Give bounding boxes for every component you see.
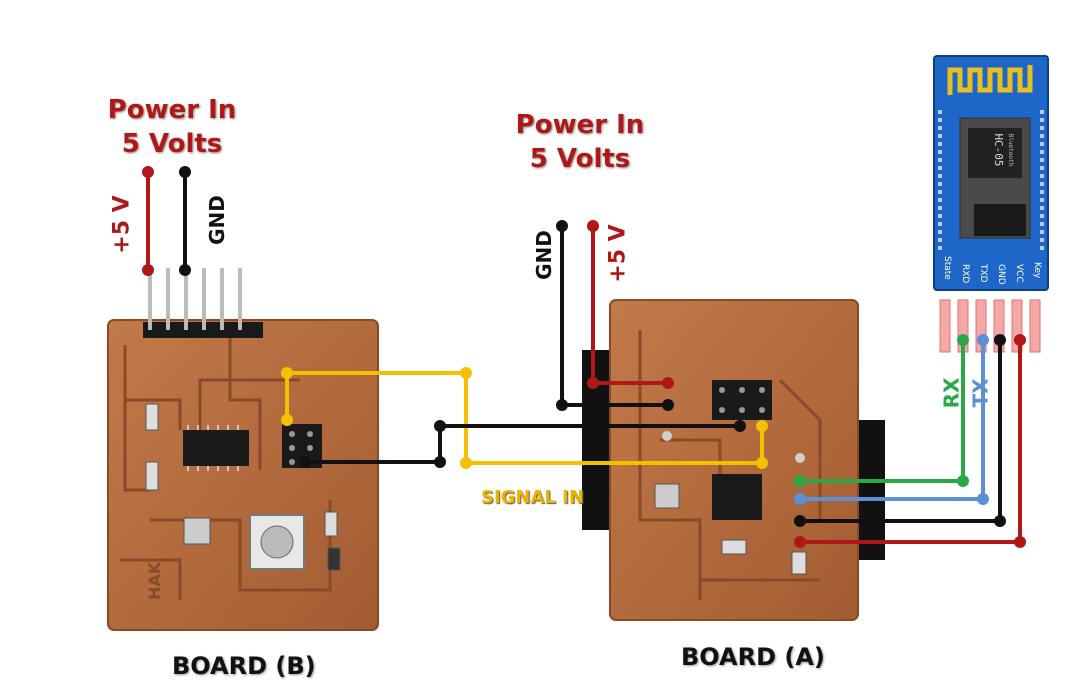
board-b-label: BOARD (B) [172,652,316,680]
gnd-a-label: GND [531,230,556,280]
pin-label-rxd: RXD [960,264,970,283]
board-a-label: BOARD (A) [681,643,825,671]
plus5v-a-label: +5 V [605,224,631,283]
rx-label: RX [939,377,964,409]
wire-endpoints [142,166,1026,548]
pin-label-vcc: VCC [1014,264,1024,283]
board-a-ic-chip [712,474,762,520]
pin-label-key: Key [1032,262,1042,279]
wire-signal-in [285,371,764,465]
wire-board-ground [306,424,740,464]
pin-label-txd: TXD [978,263,988,283]
board-b-silkscreen: HAK [145,561,164,600]
hc05-bluetooth-module: HC-05 Bluetooth State RXD TXD GND VCC Ke… [933,55,1049,353]
board-b-header [143,268,263,338]
push-button-icon [249,514,305,570]
module-chip-label: HC-05 [992,133,1005,166]
tx-label: TX [968,378,993,408]
board-b-ic-chip [183,430,249,466]
module-chip-sublabel: Bluetooth [1007,134,1014,167]
pin-label-gnd: GND [996,264,1006,285]
board-b: HAK [107,268,379,631]
plus5v-b-label: +5 V [109,195,135,254]
signal-in-label: SIGNAL IN [481,487,584,508]
power-in-a-line1: Power In [515,110,645,140]
pin-label-state: State [942,256,952,280]
power-in-b-line1: Power In [107,95,237,125]
power-in-a-line2: 5 Volts [529,144,631,174]
power-in-a-label: Power In 5 Volts [490,108,670,176]
power-in-b-label: Power In 5 Volts [82,93,262,161]
power-in-b-line2: 5 Volts [121,129,223,159]
antenna-icon [947,65,1033,95]
board-a-header [712,380,772,420]
board-a [582,299,885,621]
gnd-b-label: GND [204,195,229,245]
